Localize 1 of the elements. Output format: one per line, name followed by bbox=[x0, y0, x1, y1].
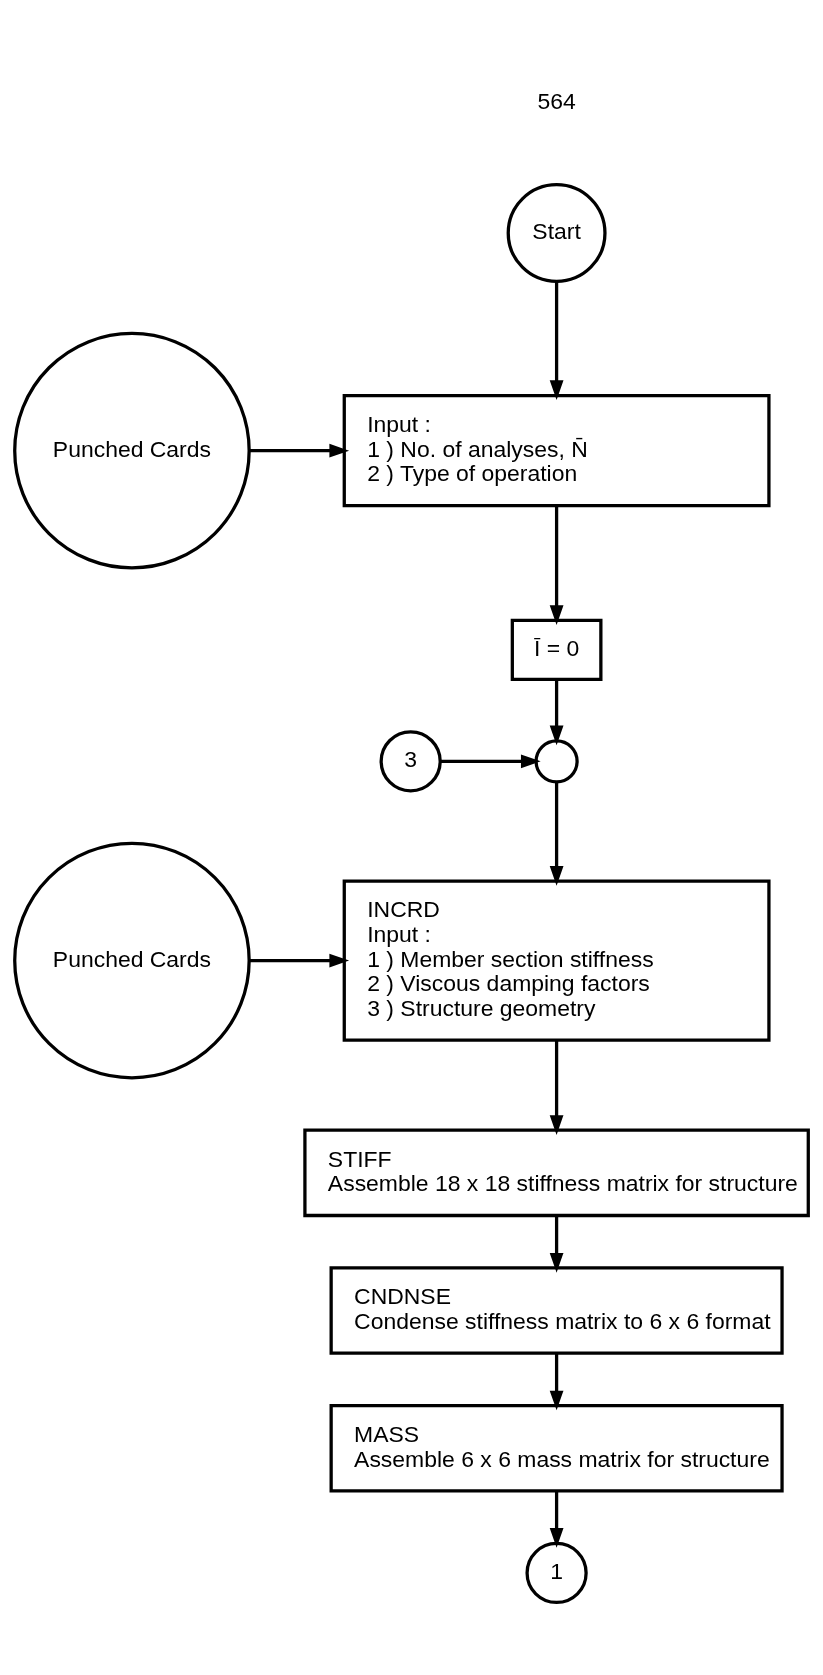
label: 564 bbox=[537, 87, 576, 114]
